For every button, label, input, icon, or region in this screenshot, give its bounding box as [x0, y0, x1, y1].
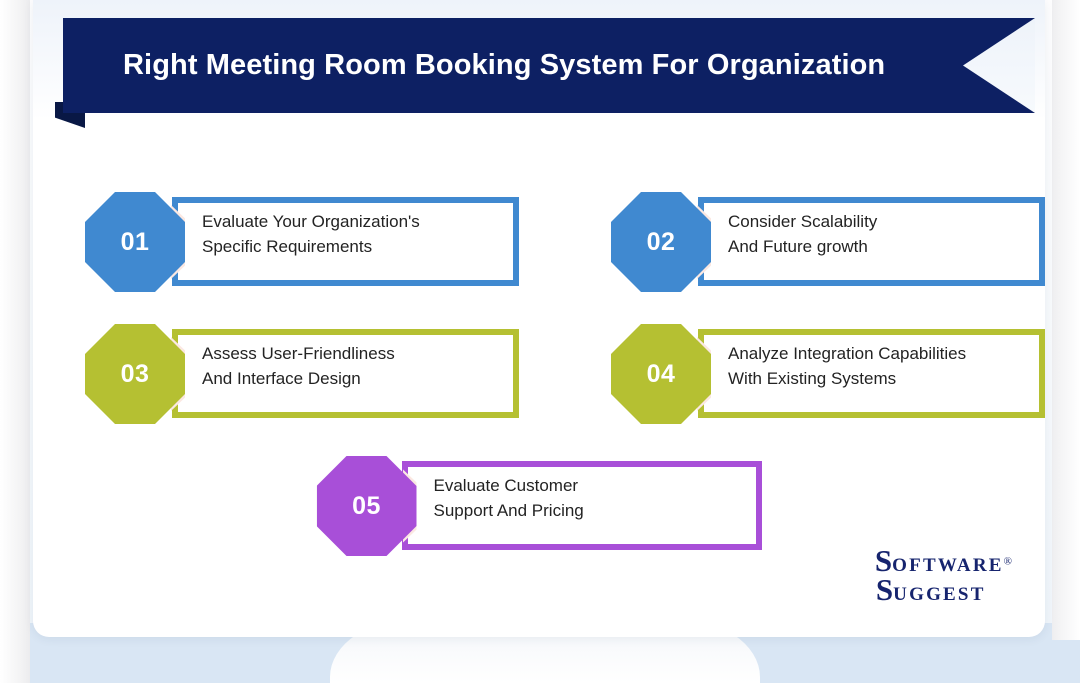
logo-line-1: SOFTWARE® — [875, 545, 1012, 576]
step-item-05[interactable]: 05 Evaluate Customer Support And Pricing — [316, 456, 762, 556]
step-card-frame-05 — [401, 461, 762, 550]
step-number-05: 05 — [352, 491, 381, 520]
step-card-frame-03 — [172, 329, 519, 418]
step-text-04: Analyze Integration Capabilities With Ex… — [728, 342, 1031, 391]
step-line1-05: Evaluate Customer — [433, 476, 579, 495]
steps-row-2: 03 Assess User-Friendliness And Interfac… — [33, 324, 1045, 424]
step-line2-04: With Existing Systems — [728, 368, 897, 388]
page-title: Right Meeting Room Booking System For Or… — [123, 49, 886, 81]
step-line2-01: Specific Requirements — [202, 236, 373, 256]
steps-row-3: 05 Evaluate Customer Support And Pricing — [33, 456, 1045, 556]
background-right-edge — [1052, 0, 1080, 640]
ribbon-body: Right Meeting Room Booking System For Or… — [63, 18, 1035, 113]
step-octagon-01: 01 — [85, 192, 185, 292]
step-octagon-03: 03 — [85, 324, 185, 424]
step-item-02[interactable]: 02 Consider Scalability And Future growt… — [611, 192, 1045, 292]
softwaresuggest-logo: SOFTWARE® SUGGEST — [875, 545, 1012, 606]
background-left-edge — [0, 0, 30, 683]
step-card-frame-04 — [698, 329, 1045, 418]
step-text-05: Evaluate Customer Support And Pricing — [434, 474, 748, 523]
step-line1-02: Consider Scalability — [728, 212, 878, 231]
logo-word-software: OFTWARE — [892, 554, 1004, 576]
ribbon-notch-icon — [963, 18, 1035, 113]
step-item-04[interactable]: 04 Analyze Integration Capabilities With… — [611, 324, 1045, 424]
step-octagon-02: 02 — [611, 192, 711, 292]
logo-initial-s2: S — [875, 572, 894, 608]
step-number-04: 04 — [646, 359, 676, 388]
steps-row-1: 01 Evaluate Your Organization's Specific… — [33, 192, 1045, 292]
step-card-frame-01 — [172, 197, 519, 286]
step-text-02: Consider Scalability And Future growth — [728, 210, 1031, 259]
step-line2-05: Support And Pricing — [433, 500, 584, 520]
step-number-03: 03 — [120, 359, 150, 388]
step-line1-01: Evaluate Your Organization's — [202, 212, 420, 231]
logo-initial-s1: S — [874, 542, 893, 578]
content-card: Right Meeting Room Booking System For Or… — [33, 0, 1045, 637]
step-line2-02: And Future growth — [728, 236, 868, 256]
registered-mark-icon: ® — [1003, 555, 1012, 568]
step-number-01: 01 — [120, 227, 150, 256]
step-card-frame-02 — [698, 197, 1045, 286]
steps-list: 01 Evaluate Your Organization's Specific… — [33, 192, 1045, 588]
step-item-01[interactable]: 01 Evaluate Your Organization's Specific… — [85, 192, 519, 292]
header-ribbon: Right Meeting Room Booking System For Or… — [55, 18, 1035, 128]
step-line2-03: And Interface Design — [202, 368, 361, 388]
step-octagon-04: 04 — [611, 324, 711, 424]
step-octagon-05: 05 — [316, 456, 417, 556]
logo-line-2: SUGGEST — [876, 574, 1012, 606]
logo-word-suggest: UGGEST — [893, 584, 986, 606]
step-text-03: Assess User-Friendliness And Interface D… — [202, 342, 505, 391]
step-line1-03: Assess User-Friendliness — [202, 344, 395, 363]
step-number-02: 02 — [646, 227, 676, 256]
step-text-01: Evaluate Your Organization's Specific Re… — [202, 210, 505, 259]
step-line1-04: Analyze Integration Capabilities — [728, 344, 967, 363]
step-item-03[interactable]: 03 Assess User-Friendliness And Interfac… — [85, 324, 519, 424]
